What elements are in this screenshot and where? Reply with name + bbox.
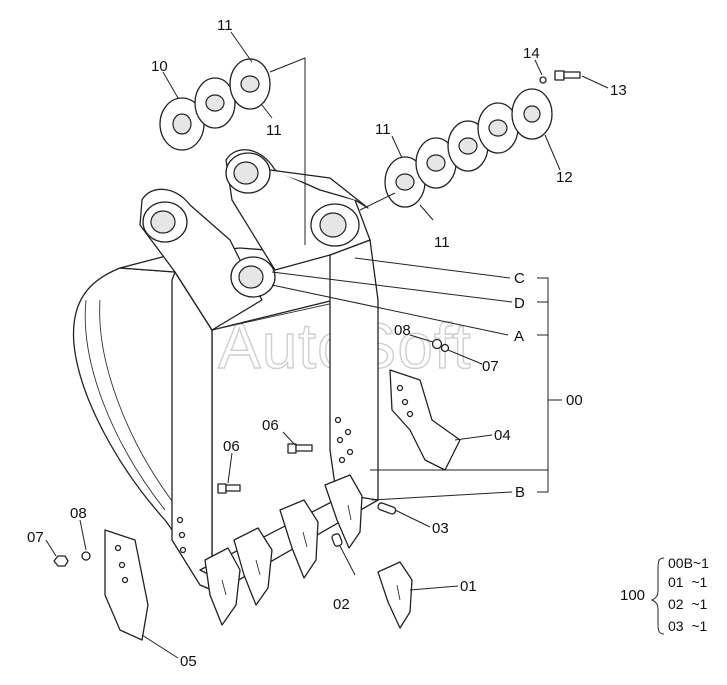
shim-group-right (384, 88, 553, 208)
label-01: 01 (460, 578, 477, 595)
label-11-b: 11 (266, 122, 282, 139)
boss-upper-right (225, 152, 271, 194)
label-06-upper: 06 (262, 417, 279, 434)
label-14: 14 (523, 45, 540, 62)
boss-lower-left (230, 256, 276, 298)
label-02: 02 (333, 596, 350, 613)
label-11-d: 11 (434, 234, 450, 251)
label-03: 03 (432, 520, 449, 537)
boss-upper-left (142, 201, 188, 243)
bolt-06-upper (287, 443, 313, 454)
label-12: 12 (556, 169, 573, 186)
label-06-lower: 06 (223, 438, 240, 455)
bolt-06-lower (217, 483, 241, 494)
label-07-right: 07 (482, 358, 499, 375)
label-11-c: 11 (375, 121, 391, 138)
side-cutter-05 (104, 529, 149, 641)
mounting-brackets (139, 149, 371, 331)
tooth-2 (233, 527, 273, 606)
side-cutter-04 (389, 369, 461, 471)
kit-legend: 100 00B~1 01 ~1 02 ~1 03 ~1 (620, 555, 709, 635)
nut-washer-right (431, 338, 450, 353)
label-C: C (514, 270, 525, 287)
kit-item-1: 00B~1 (668, 555, 709, 571)
label-08-left: 08 (70, 505, 87, 522)
kit-number: 100 (620, 587, 645, 604)
leader-lines (45, 31, 609, 659)
kit-item-3: 02 ~1 (668, 596, 708, 612)
tooth-3 (279, 499, 319, 579)
label-11-a: 11 (217, 17, 233, 34)
shim-group-left (159, 58, 271, 151)
label-00: 00 (566, 392, 583, 409)
label-07-left: 07 (27, 529, 44, 546)
label-A: A (514, 328, 524, 345)
kit-item-2: 01 ~1 (668, 574, 708, 590)
label-05: 05 (180, 653, 197, 670)
tooth-1 (204, 547, 241, 626)
boss-lower-right (310, 203, 360, 247)
bolt-13 (539, 70, 581, 84)
callout-labels: 11 10 11 11 11 14 13 12 C D A 08 07 00 0… (27, 17, 627, 670)
label-D: D (514, 295, 525, 312)
tooth-loose-01 (377, 561, 413, 629)
label-04: 04 (494, 427, 511, 444)
pin-03 (377, 502, 397, 515)
label-13: 13 (610, 82, 627, 99)
tooth-4 (324, 474, 363, 549)
kit-item-4: 03 ~1 (668, 618, 708, 634)
nut-washer-left (53, 551, 91, 567)
label-10: 10 (151, 58, 168, 75)
bucket-teeth (204, 474, 363, 626)
label-B: B (515, 484, 525, 501)
pin-02 (331, 533, 343, 547)
label-08-right: 08 (394, 322, 411, 339)
